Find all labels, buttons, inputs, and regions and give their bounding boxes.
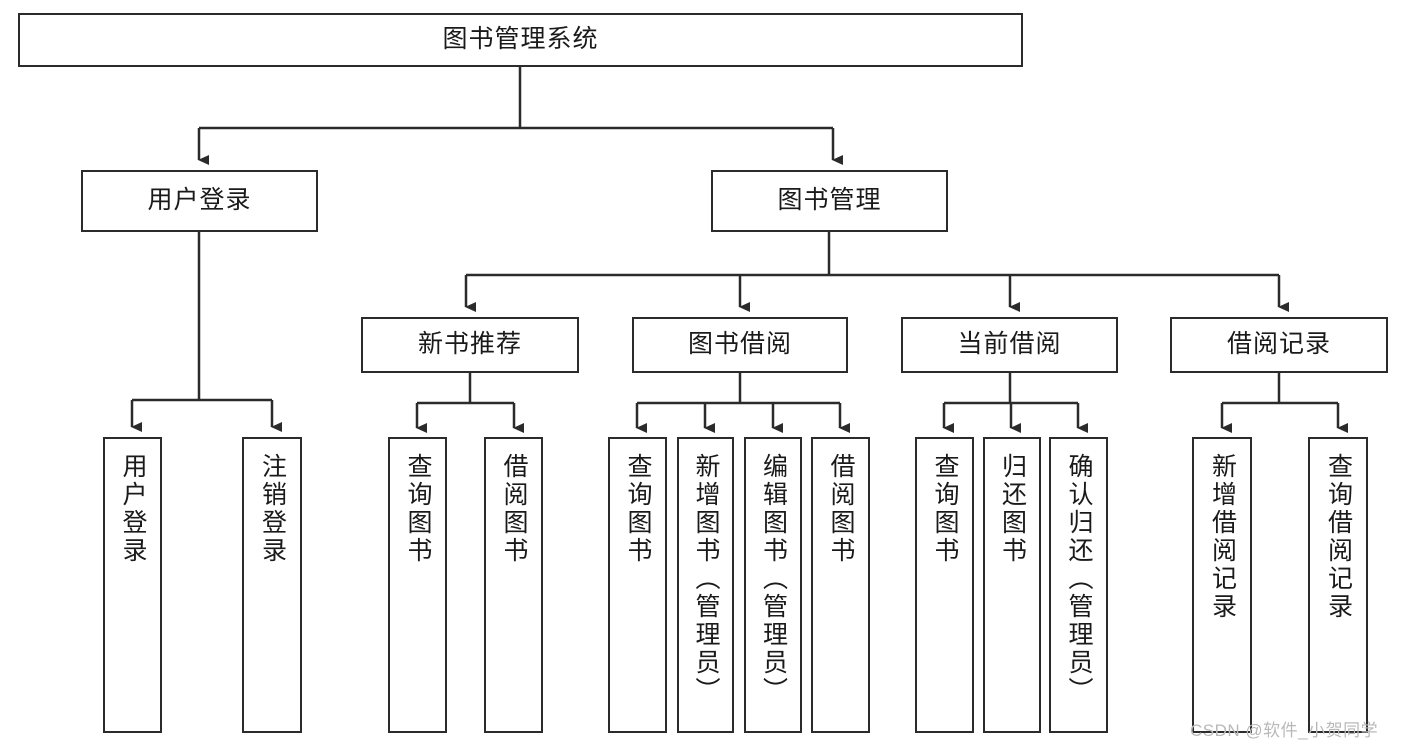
node-label: 查询图书 xyxy=(624,453,652,565)
node-label: 图书管理 xyxy=(777,186,882,215)
node-book-management[interactable]: 图书管理 xyxy=(711,170,948,232)
node-label: 归还图书 xyxy=(998,453,1027,565)
node-leaf-add-borrow-record[interactable]: 新增借阅记录 xyxy=(1192,437,1252,733)
node-label: 新增借阅记录 xyxy=(1208,453,1237,621)
node-label: 图书管理系统 xyxy=(442,25,599,54)
node-leaf-query-borrow-record[interactable]: 查询借阅记录 xyxy=(1308,437,1368,733)
node-label: 新增图书（管理员） xyxy=(692,453,720,705)
node-label: 用户登录 xyxy=(147,186,252,215)
node-book-borrow[interactable]: 图书借阅 xyxy=(632,317,848,373)
node-leaf-edit-book-admin[interactable]: 编辑图书（管理员） xyxy=(744,437,802,733)
node-label: 确认归还（管理员） xyxy=(1065,453,1093,705)
node-leaf-query-book-recommend[interactable]: 查询图书 xyxy=(388,437,447,733)
node-label: 借阅记录 xyxy=(1226,330,1331,359)
node-label: 查询借阅记录 xyxy=(1324,453,1353,621)
node-leaf-query-book-current[interactable]: 查询图书 xyxy=(915,437,974,733)
node-leaf-logout[interactable]: 注销登录 xyxy=(242,437,302,733)
node-leaf-query-book-borrow[interactable]: 查询图书 xyxy=(608,437,667,733)
node-root-book-management-system[interactable]: 图书管理系统 xyxy=(18,13,1023,67)
node-label: 图书借阅 xyxy=(687,330,792,359)
node-label: 查询图书 xyxy=(931,453,959,565)
node-label: 新书推荐 xyxy=(417,330,522,359)
node-label: 注销登录 xyxy=(258,453,287,565)
node-leaf-return-book[interactable]: 归还图书 xyxy=(983,437,1041,733)
node-leaf-add-book-admin[interactable]: 新增图书（管理员） xyxy=(677,437,734,733)
node-new-book-recommend[interactable]: 新书推荐 xyxy=(361,317,579,373)
node-label: 用户登录 xyxy=(119,453,147,565)
csdn-watermark: CSDN @软件_小贺同学 xyxy=(1190,721,1379,740)
node-leaf-borrow-book-recommend[interactable]: 借阅图书 xyxy=(484,437,543,733)
node-leaf-borrow-book[interactable]: 借阅图书 xyxy=(811,437,870,733)
node-label: 编辑图书（管理员） xyxy=(759,453,788,705)
node-label: 借阅图书 xyxy=(500,453,528,565)
node-leaf-confirm-return-admin[interactable]: 确认归还（管理员） xyxy=(1049,437,1108,733)
node-label: 查询图书 xyxy=(404,453,432,565)
node-label: 借阅图书 xyxy=(827,453,855,565)
node-current-borrow[interactable]: 当前借阅 xyxy=(901,317,1118,373)
node-leaf-user-login[interactable]: 用户登录 xyxy=(103,437,162,733)
node-borrow-record[interactable]: 借阅记录 xyxy=(1170,317,1388,373)
node-user-login[interactable]: 用户登录 xyxy=(81,170,318,232)
node-label: 当前借阅 xyxy=(957,330,1062,359)
